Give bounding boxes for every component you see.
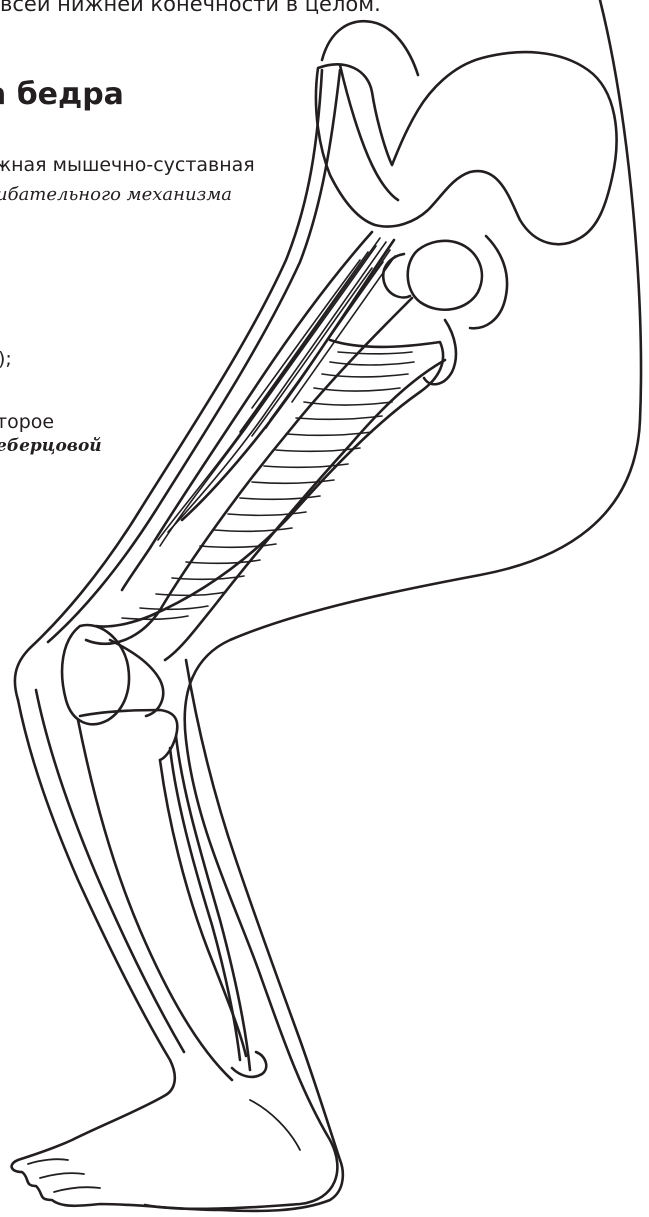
femur-front-edge <box>86 298 412 644</box>
shin-front-skin-inner <box>36 690 184 1052</box>
iliac-crest-line <box>322 21 418 75</box>
page-edge-right-line <box>145 0 641 1209</box>
pelvis-outline <box>316 52 617 244</box>
tibia-plateau <box>80 710 177 760</box>
toe-lines <box>28 1159 100 1192</box>
heel-line <box>250 1100 300 1150</box>
calf-back-skin <box>186 660 340 1160</box>
ischial-tuberosity <box>470 236 507 328</box>
shin-front-skin <box>18 700 175 1096</box>
greater-trochanter <box>383 254 410 297</box>
patella <box>62 625 129 724</box>
femoral-condyle <box>110 640 163 716</box>
femoral-head <box>408 241 482 310</box>
foot-outline <box>12 1096 343 1211</box>
rectus-femoris-outline <box>122 232 372 590</box>
lesser-trochanter <box>424 320 456 384</box>
